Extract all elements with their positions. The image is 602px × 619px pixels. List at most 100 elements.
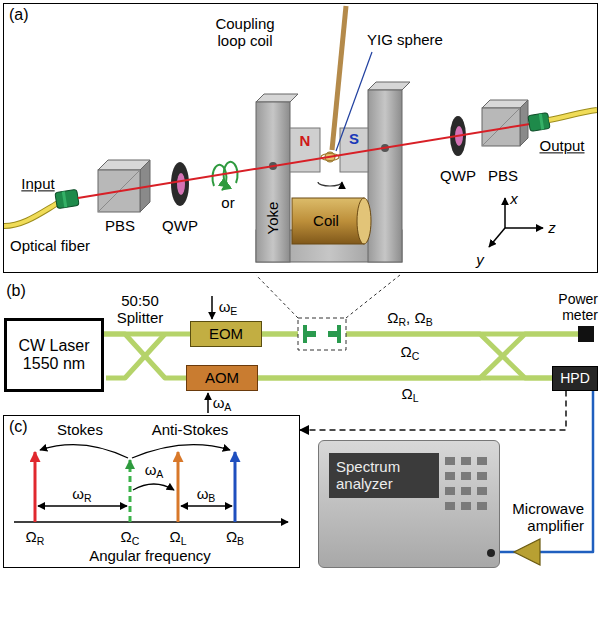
- spectrum-sketch: [133, 484, 174, 490]
- panel-frame: (a): [3, 3, 598, 273]
- analyzer-button: [445, 502, 455, 510]
- rotation-arrow: [318, 182, 342, 186]
- analyzer-button: [445, 472, 455, 480]
- figure-label: YIG sphere: [367, 31, 443, 48]
- figure-label: ΩL: [169, 528, 186, 545]
- spectrum-sketch: [177, 452, 180, 522]
- drive-arrow: [211, 296, 213, 319]
- figure-label: ωE: [219, 298, 238, 315]
- sample-holder: [256, 275, 400, 350]
- modulator-box: EOM: [190, 321, 262, 347]
- output-fiber: [549, 110, 597, 120]
- figure-label: (b): [6, 282, 26, 300]
- fiber-connector: [62, 191, 67, 207]
- drive-arrow: [208, 296, 212, 413]
- laser-box: CW Laser 1550 nm: [4, 318, 104, 392]
- figure-label: QWP: [162, 217, 198, 234]
- qwp-plate: [171, 162, 189, 206]
- device-label: EOM: [209, 325, 243, 342]
- input-fiber: [4, 203, 58, 226]
- figure-label: 50:50 Splitter: [110, 292, 170, 327]
- analyzer-button: [461, 502, 471, 510]
- fiber-connector: [539, 113, 544, 129]
- sample-holder: [346, 275, 400, 318]
- figure-label: Microwave amplifier: [504, 500, 584, 535]
- coil: [357, 198, 371, 244]
- connector-group: [104, 334, 593, 552]
- input-fiber: [4, 203, 58, 226]
- panel-label: (a): [4, 4, 597, 26]
- figure-label: ΩR, ΩB: [387, 309, 432, 326]
- figure-label: ωA: [145, 461, 164, 478]
- optical-fiber: [104, 334, 186, 378]
- axes: [489, 198, 543, 247]
- fiber-connector: [55, 189, 79, 208]
- leader-line: [336, 52, 372, 151]
- figure-label: Coupling loop coil: [203, 15, 287, 50]
- analyzer-panel: [319, 441, 501, 569]
- magnet-pole: [340, 128, 368, 172]
- figure-label: y: [476, 251, 484, 268]
- photodetector-box: HPD: [552, 366, 598, 391]
- figure-label: Output: [539, 137, 584, 154]
- input-fiber: [4, 203, 58, 226]
- panel-frame: (c): [3, 415, 300, 568]
- sample-holder: [256, 275, 298, 318]
- fiber-connector: [528, 113, 550, 132]
- panel-label: (c): [4, 416, 299, 438]
- sample-holder: [303, 325, 307, 343]
- power-meter: Power meter: [578, 326, 594, 342]
- microwave-cable: [500, 391, 593, 553]
- magnet-pole: [290, 128, 368, 172]
- laser-beam: [78, 124, 530, 198]
- sample-holder: [328, 331, 337, 337]
- axes: [505, 227, 543, 229]
- figure-label: Input: [21, 175, 54, 192]
- axes: [489, 228, 505, 247]
- sample-holder: [307, 331, 316, 337]
- spectrum-sketch: [14, 445, 288, 522]
- pbs-cube: [98, 160, 150, 212]
- amplifier-symbol: [514, 539, 540, 565]
- yoke: [256, 82, 410, 262]
- axes: [504, 198, 506, 228]
- leader-line: [336, 52, 372, 151]
- laser-beam: [78, 124, 530, 198]
- figure-label: z: [548, 219, 556, 236]
- analyzer-button: [477, 502, 487, 510]
- qwp-plate: [171, 162, 189, 206]
- output-fiber: [549, 110, 597, 120]
- figure-label: ΩB: [226, 528, 244, 545]
- figure-label: S: [349, 130, 359, 147]
- analyzer-button: [461, 487, 471, 495]
- rotation-arrow: [318, 182, 342, 186]
- figure-label: ωR: [72, 485, 91, 502]
- device-label: AOM: [205, 369, 239, 386]
- yoke: [256, 102, 290, 262]
- figure-label: PBS: [105, 217, 135, 234]
- device-label: CW Laser 1550 nm: [12, 337, 96, 374]
- analyzer-button: [461, 472, 471, 480]
- figure-label: ΩR: [26, 528, 45, 545]
- figure-label: ωB: [197, 485, 216, 502]
- signal-arrow: [300, 391, 566, 431]
- modulator-box: AOM: [186, 365, 258, 391]
- figure-label: QWP: [440, 167, 476, 184]
- yoke: [368, 82, 410, 90]
- figure-label: ωA: [213, 394, 232, 411]
- spectrum-sketch: [34, 452, 37, 522]
- yoke: [368, 90, 402, 262]
- yoke: [256, 94, 298, 102]
- spectrum-sketch: [234, 452, 237, 522]
- figure-label: ΩL: [401, 385, 418, 402]
- fiber-connector: [55, 189, 79, 208]
- analyzer-button: [477, 457, 487, 465]
- device-label: HPD: [560, 370, 590, 386]
- figure-label: PBS: [488, 167, 518, 184]
- coil: [292, 198, 364, 244]
- spectrum-analyzer: Spectrum analyzer: [318, 440, 500, 568]
